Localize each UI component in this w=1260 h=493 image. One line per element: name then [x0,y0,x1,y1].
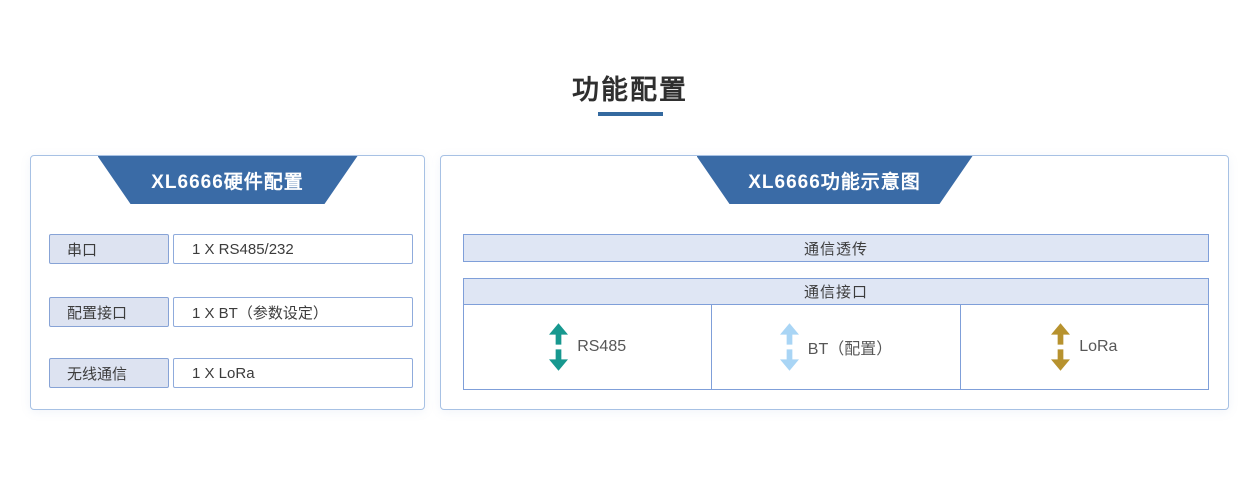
hardware-config-panel-header: XL6666硬件配置 [98,156,358,204]
hardware-row-value: 1 X RS485/232 [173,234,413,264]
communication-interface-header: 通信接口 [464,279,1208,305]
page-title: 功能配置 [572,75,688,105]
bidirectional-arrow-icon [1051,323,1071,371]
communication-interface-block: 通信接口 RS485 BT（配置） LoRa [463,278,1209,390]
bidirectional-arrow-shape [1051,323,1071,371]
interface-label: LoRa [1079,338,1118,355]
hardware-row-label: 无线通信 [49,358,169,388]
function-diagram-panel: XL6666功能示意图 通信透传 通信接口 RS485 BT（配置） [440,155,1229,410]
hardware-config-panel: XL6666硬件配置 串口 1 X RS485/232 配置接口 1 X BT（… [30,155,425,410]
bidirectional-arrow-shape [549,323,569,371]
transparent-transmission-bar: 通信透传 [463,234,1209,262]
interface-cell-rs485: RS485 [464,305,711,389]
interface-label: BT（配置） [807,341,893,358]
bidirectional-arrow-shape [779,323,799,371]
interface-label: RS485 [577,338,627,355]
hardware-row-value: 1 X LoRa [173,358,413,388]
hardware-row-value: 1 X BT（参数设定） [173,297,413,327]
title-underline [598,112,663,116]
interface-cell-lora: LoRa [959,305,1208,389]
hardware-row-label: 配置接口 [49,297,169,327]
function-diagram-panel-header: XL6666功能示意图 [697,156,973,204]
hardware-row-wireless: 无线通信 1 X LoRa [31,358,424,388]
bidirectional-arrow-icon [549,323,569,371]
hardware-row-serial: 串口 1 X RS485/232 [31,234,424,264]
hardware-row-label: 串口 [49,234,169,264]
interface-cell-bt: BT（配置） [711,305,959,389]
bidirectional-arrow-icon [779,323,799,371]
communication-interface-table: RS485 BT（配置） LoRa [464,305,1208,389]
hardware-row-config-interface: 配置接口 1 X BT（参数设定） [31,297,424,327]
